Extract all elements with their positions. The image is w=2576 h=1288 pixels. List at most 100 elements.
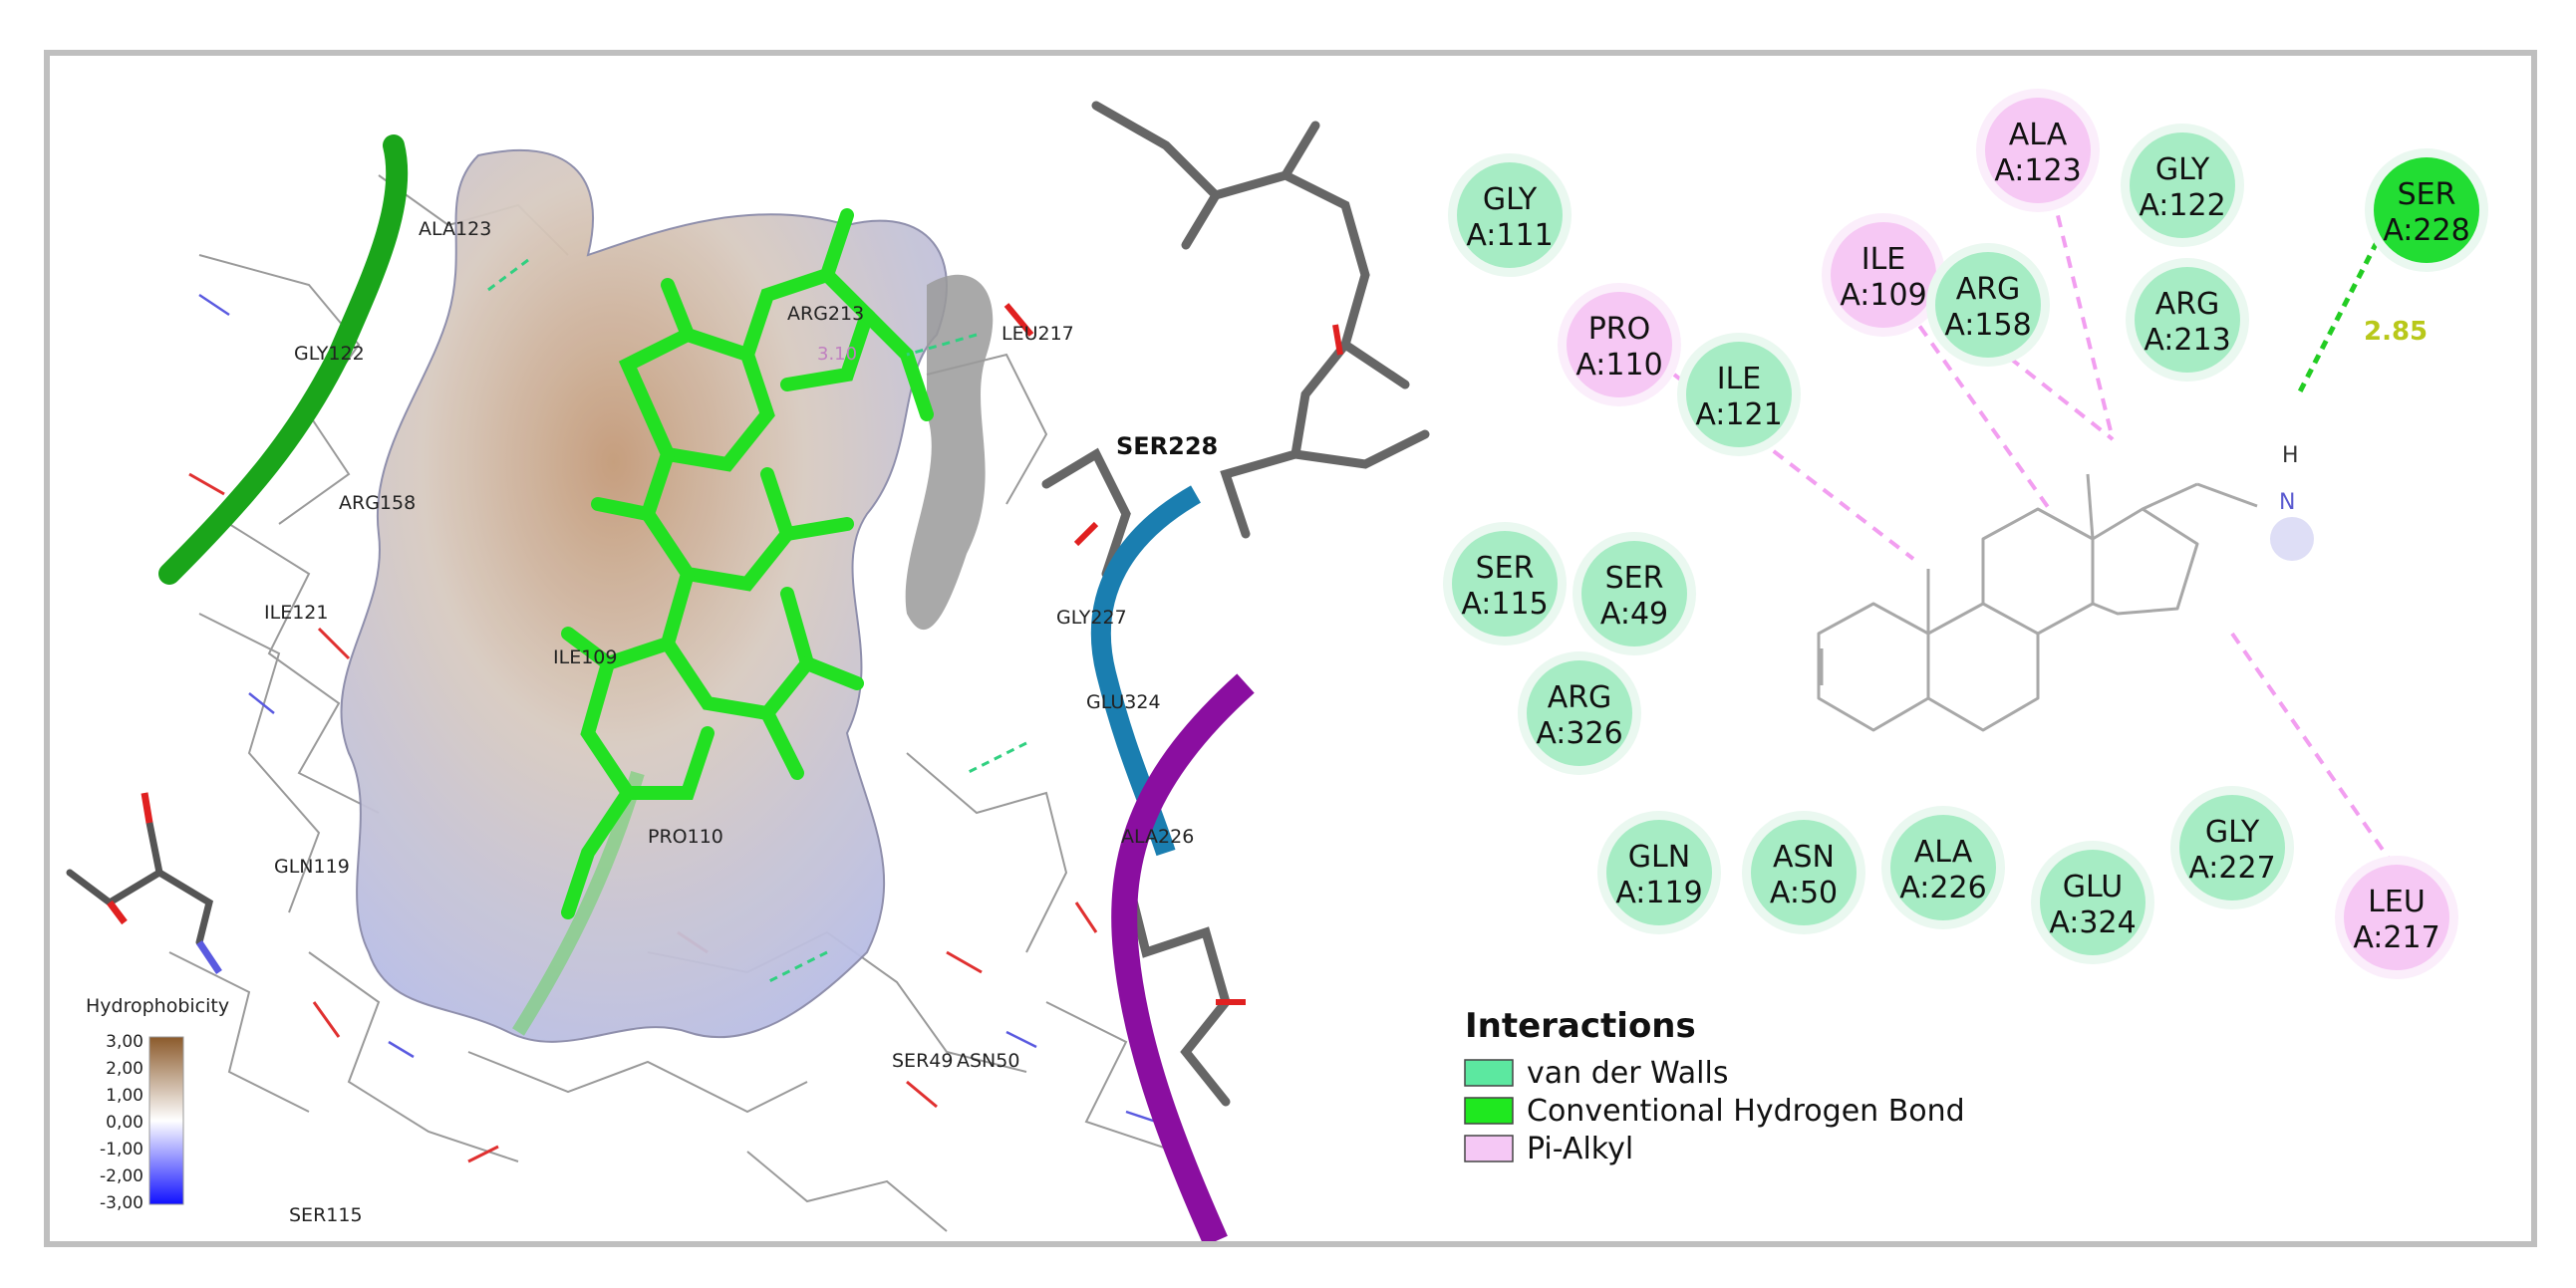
- residue-name: ILE: [1717, 362, 1762, 396]
- residue-name: GLY: [2155, 152, 2210, 187]
- residue-id: A:109: [1840, 278, 1926, 313]
- small-molecule-oxygen-2: [107, 900, 128, 925]
- residue-id: A:326: [1536, 716, 1622, 751]
- residue-circle: [1935, 252, 2041, 358]
- residue-id: A:228: [2383, 213, 2469, 248]
- pi-line-ala123: [2051, 194, 2115, 440]
- label-gln119: GLN119: [274, 856, 350, 878]
- ring-centroid-blur: [2270, 517, 2314, 561]
- hydrophobicity-tick: 0,00: [106, 1113, 143, 1133]
- label-ala226: ALA226: [1121, 826, 1194, 848]
- label-asn50: ASN50: [957, 1050, 1019, 1072]
- nitrogen-bonds: [198, 293, 1157, 1124]
- residue-id: A:123: [1994, 153, 2081, 188]
- residue-id: A:121: [1695, 397, 1782, 432]
- red-stick-ends: [1003, 303, 1343, 1005]
- residue-circle: [2344, 865, 2449, 970]
- ligand-skeleton: [1817, 473, 2258, 732]
- grey-sticks: [1041, 101, 1430, 1107]
- legend-label-hbond: Conventional Hydrogen Bond: [1527, 1094, 1965, 1129]
- residue-circle: [2179, 795, 2285, 901]
- label-arg158: ARG158: [339, 492, 416, 514]
- hydrophobicity-tick: -2,00: [100, 1166, 143, 1186]
- residue-circle: [1831, 222, 1936, 328]
- residue-name: ARG: [2155, 287, 2220, 322]
- residue-circle: [2040, 850, 2146, 955]
- label-ile109: ILE109: [553, 646, 617, 668]
- hydrophobicity-title: Hydrophobicity: [86, 995, 229, 1017]
- hydrophobicity-scale-bar: [148, 1036, 184, 1205]
- label-pro110: PRO110: [648, 826, 723, 848]
- legend-swatch-hbond: [1464, 1097, 1514, 1125]
- label-ser115: SER115: [289, 1204, 363, 1226]
- residue-name: ALA: [2009, 118, 2068, 152]
- residue-id: A:217: [2353, 920, 2439, 955]
- residue-circle: [1567, 292, 1672, 397]
- legend-swatch-pi-alkyl: [1464, 1135, 1514, 1162]
- residue-id: A:227: [2188, 851, 2275, 886]
- hbond-distance-3d: 3.10: [817, 344, 857, 365]
- residue-circle: [1457, 162, 1563, 268]
- oxygen-bonds: [188, 472, 1098, 1163]
- residue-name: LEU: [2368, 885, 2426, 919]
- residue-id: A:110: [1575, 348, 1662, 383]
- residue-name: ARG: [1548, 680, 1612, 715]
- hydrophobicity-tick: -3,00: [100, 1193, 143, 1213]
- hbond-distance-2d: 2.85: [2364, 317, 2428, 347]
- residue-name: ASN: [1773, 840, 1835, 875]
- residue-circle: [1890, 815, 1996, 920]
- residue-name: GLU: [2063, 870, 2123, 904]
- hydrophobicity-tick: 2,00: [106, 1059, 143, 1079]
- residue-circle: [1452, 531, 1558, 637]
- purple-ribbon: [1111, 673, 1255, 1247]
- ligand-sticks: [561, 208, 934, 919]
- legend-label-vdw: van der Walls: [1527, 1056, 1729, 1091]
- residue-circle: [2130, 132, 2235, 238]
- green-ribbon: [158, 134, 409, 585]
- residue-id: A:324: [2049, 905, 2136, 940]
- grey-surface-patch: [905, 274, 994, 631]
- residue-name: SER: [1605, 561, 1664, 596]
- residue-id: A:213: [2144, 323, 2230, 358]
- residue-id: A:115: [1461, 587, 1548, 622]
- legend-title: Interactions: [1465, 1006, 1696, 1046]
- small-molecule-nitrogen: [196, 940, 222, 974]
- residue-circle: [1606, 820, 1712, 925]
- residue-id: A:111: [1466, 218, 1553, 253]
- label-ala123: ALA123: [419, 218, 491, 240]
- label-arg213: ARG213: [787, 303, 864, 325]
- label-gly227: GLY227: [1056, 607, 1127, 629]
- 3d-binding-view: ALA123 GLY122 ARG213 LEU217 ARG158 ILE12…: [66, 101, 1430, 1247]
- residue-id: A:49: [1600, 597, 1668, 632]
- label-ser49: SER49: [892, 1050, 953, 1072]
- residue-circle: [2135, 267, 2240, 373]
- legend-swatch-vdw: [1464, 1059, 1514, 1087]
- label-leu217: LEU217: [1002, 323, 1074, 345]
- residue-name: ILE: [1861, 242, 1906, 277]
- atom-h: H: [2282, 443, 2299, 468]
- small-molecule-oxygen: [141, 792, 153, 824]
- residue-name: GLY: [2205, 815, 2260, 850]
- legend-label-pi-alkyl: Pi-Alkyl: [1527, 1132, 1633, 1166]
- residue-name: GLY: [1483, 182, 1538, 217]
- residue-circle: [2374, 157, 2479, 263]
- atom-n: N: [2279, 490, 2295, 515]
